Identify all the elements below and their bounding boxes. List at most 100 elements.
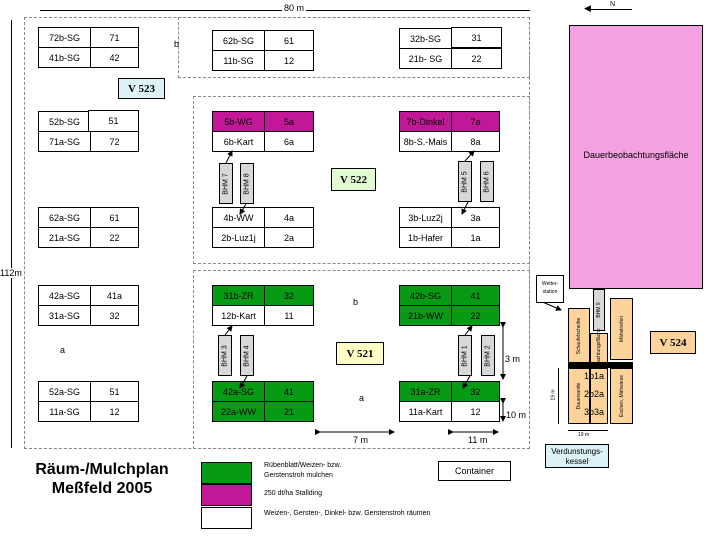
v524-num-2a: 2a bbox=[594, 389, 605, 399]
plot-62a-num: 61 bbox=[90, 207, 139, 228]
legend-text-magenta: 250 dt/ha Stallding bbox=[264, 490, 322, 497]
bhm-3: BHM 3 bbox=[218, 335, 232, 376]
dim-label-10m: 10 m bbox=[506, 410, 527, 420]
plot-71a-sg: 71a-SG bbox=[38, 131, 91, 152]
legend-swatch-green bbox=[201, 462, 252, 484]
plot-4a: 4a bbox=[264, 207, 314, 228]
plot-31a-num: 32 bbox=[90, 305, 139, 326]
v524-num-1b: 1b bbox=[584, 371, 595, 381]
plot-62a-sg: 62a-SG bbox=[38, 207, 91, 228]
sublabel-a-left: a bbox=[60, 345, 66, 355]
sublabel-b-top: b bbox=[174, 39, 180, 49]
plot-22-right: 22 bbox=[451, 305, 500, 326]
plot-12-right: 12 bbox=[451, 401, 500, 422]
bhm-2: BHM 2 bbox=[481, 335, 495, 376]
plot-71a-num: 72 bbox=[90, 131, 139, 152]
dim-label-80m: 80 m bbox=[282, 3, 307, 13]
page-title: Räum-/Mulchplan Meßfeld 2005 bbox=[35, 461, 169, 497]
plot-11: 11 bbox=[264, 305, 314, 326]
bhm-5: BHM 5 bbox=[458, 161, 472, 202]
plot-42b-sg: 42b-SG bbox=[399, 285, 452, 306]
v524-num-3b: 3b bbox=[584, 407, 595, 417]
plot-72b-sg: 72b-SG bbox=[38, 27, 91, 48]
v524-maehstreifen: Mähstreifen bbox=[610, 298, 633, 360]
plot-32b-sg: 32b-SG bbox=[399, 28, 452, 49]
plot-21a-sg: 21a-SG bbox=[38, 227, 91, 248]
plot-7b-dinkel: 7b-Dinkel bbox=[399, 111, 452, 132]
v524-num-1a: 1a bbox=[594, 371, 605, 381]
plot-42a-num: 41a bbox=[90, 285, 139, 306]
zone-v521 bbox=[193, 270, 530, 449]
v524-num-2b: 2b bbox=[584, 389, 595, 399]
plot-21b-sg: 21b- SG bbox=[399, 48, 452, 69]
plot-1a: 1a bbox=[451, 227, 500, 248]
field-label-v521: V 521 bbox=[336, 342, 384, 365]
plot-11b-sg: 11b-SG bbox=[212, 50, 265, 71]
plot-52a-sg: 52a-SG bbox=[38, 381, 91, 402]
plot-32b-num: 31 bbox=[451, 27, 502, 48]
plot-12b-kart: 12b-Kart bbox=[212, 305, 265, 326]
plot-6b-kart: 6b-Kart bbox=[212, 131, 265, 152]
north-label: N bbox=[610, 1, 616, 8]
plot-41b-num: 42 bbox=[90, 47, 139, 68]
plot-3a: 3a bbox=[451, 207, 500, 228]
dim-label-3m: 3 m bbox=[505, 354, 521, 364]
bhm-1: BHM 1 bbox=[458, 335, 472, 376]
zone-v522 bbox=[193, 96, 530, 264]
dim-label-112m: 112m bbox=[0, 268, 22, 278]
plot-31a-zr: 31a-ZR bbox=[399, 381, 452, 402]
dim-line-19m-horizontal bbox=[568, 430, 608, 431]
plot-2a: 2a bbox=[264, 227, 314, 248]
plot-42a-sg-v521: 42a-SG bbox=[212, 381, 265, 402]
plot-41-v521: 41 bbox=[264, 381, 314, 402]
plot-32-right: 32 bbox=[451, 381, 500, 402]
container-box: Container bbox=[438, 461, 511, 481]
plot-41-right: 41 bbox=[451, 285, 500, 306]
north-arrow-line bbox=[588, 9, 632, 10]
plot-8a: 8a bbox=[451, 131, 500, 152]
dim-label-19m-horizontal: 19 m bbox=[578, 432, 590, 438]
plot-32: 32 bbox=[264, 285, 314, 306]
plot-52b-num: 51 bbox=[88, 110, 139, 132]
plot-11b-num: 12 bbox=[264, 50, 314, 71]
v524-dauerweide: Dauerweide bbox=[568, 368, 590, 424]
plot-5b-wg: 5b-WG bbox=[212, 111, 265, 132]
plot-4b-ww: 4b-WW bbox=[212, 207, 265, 228]
plot-62b-sg: 62b-SG bbox=[212, 30, 265, 51]
wetterstation: Wetter- station bbox=[536, 275, 564, 303]
legend-text-green: Rübenblatt/Weizen- bzw. Gerstenstroh mul… bbox=[264, 462, 342, 479]
plot-5a: 5a bbox=[264, 111, 314, 132]
zone-top-strip bbox=[178, 17, 530, 78]
sublabel-a-mid: a bbox=[359, 393, 365, 403]
plot-11a-kart: 11a-Kart bbox=[399, 401, 452, 422]
verdunstungskessel: Verdunstungs- kessel bbox=[545, 444, 609, 468]
dim-label-11m: 11 m bbox=[468, 435, 488, 445]
field-label-v524: V 524 bbox=[650, 331, 696, 354]
plot-21b-num: 22 bbox=[451, 48, 502, 69]
plot-6a: 6a bbox=[264, 131, 314, 152]
plot-7a: 7a bbox=[451, 111, 500, 132]
plot-52b-sg: 52b-SG bbox=[38, 111, 91, 132]
plot-21b-ww: 21b-WW bbox=[399, 305, 452, 326]
plot-1b-hafer: 1b-Hafer bbox=[399, 227, 452, 248]
plot-3b-luz2j: 3b-Luz2j bbox=[399, 207, 452, 228]
legend-swatch-white bbox=[201, 507, 252, 529]
v524-bhm9: BHM 9 bbox=[593, 289, 605, 331]
dim-label-19m-vertical: 19 m bbox=[550, 389, 557, 401]
plot-11a-num: 12 bbox=[90, 401, 139, 422]
plot-62b-num: 61 bbox=[264, 30, 314, 51]
plot-72b-num: 71 bbox=[90, 27, 139, 48]
legend-text-white: Weizen-, Gersten-, Dinkel- bzw. Gerstens… bbox=[264, 510, 431, 517]
field-label-v522: V 522 bbox=[331, 168, 376, 191]
dauerbeobachtungsflaeche: Dauerbeobachtungsfläche bbox=[569, 25, 703, 289]
north-arrow-head: ◀ bbox=[584, 3, 591, 13]
plot-41b-sg: 41b-SG bbox=[38, 47, 91, 68]
legend-swatch-magenta bbox=[201, 484, 252, 506]
plot-21: 21 bbox=[264, 401, 314, 422]
v524-num-3a: 3a bbox=[594, 407, 605, 417]
plot-52a-num: 51 bbox=[90, 381, 139, 402]
plot-2b-luz1j: 2b-Luz1j bbox=[212, 227, 265, 248]
dim-line-19m-vertical bbox=[558, 368, 559, 424]
plot-11a-sg: 11a-SG bbox=[38, 401, 91, 422]
plot-31a-sg: 31a-SG bbox=[38, 305, 91, 326]
